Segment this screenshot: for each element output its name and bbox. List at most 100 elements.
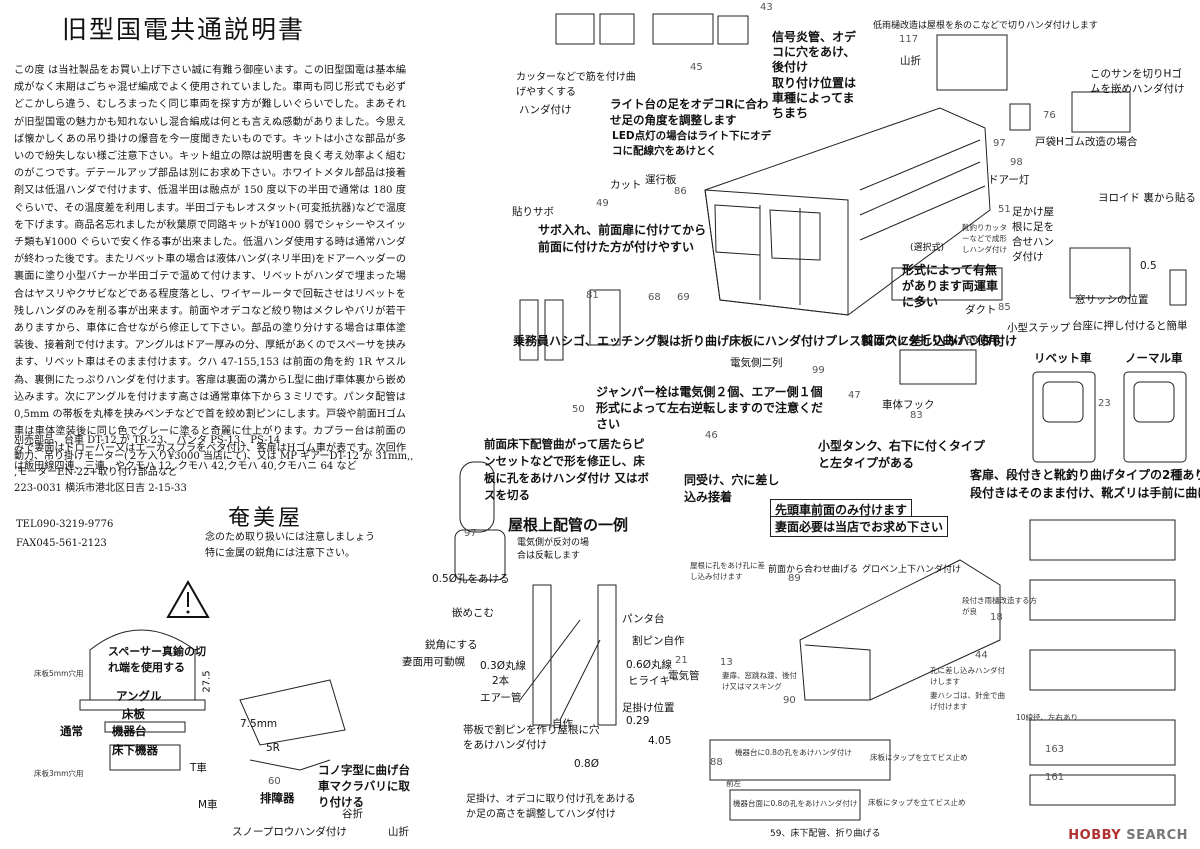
page-title: 旧型国電共通説明書 bbox=[62, 15, 306, 44]
annotation-end-wire: 妻ハシゴは、針金で曲げ付けます bbox=[930, 691, 1005, 711]
parts-line: ,モーターEN-22+取り付け部品など bbox=[14, 467, 178, 478]
annotation-mount-position: 取り付け位置は車種によってまちまち bbox=[772, 76, 857, 120]
annotation-equip-base: 機器台 bbox=[112, 724, 147, 738]
part-number: 85 bbox=[998, 302, 1011, 313]
annotation-gravel-pipe: グロベン上下ハンダ付け bbox=[862, 565, 962, 575]
part-number: 46 bbox=[705, 430, 718, 441]
part-number: 88 bbox=[710, 757, 723, 768]
annotation-roof-front-bend: 前面から合わせ曲げる bbox=[768, 565, 859, 575]
annotation-floor-hole-08b: 機器台面に0.8の孔をあけハンダ付け bbox=[733, 799, 858, 808]
tel: TEL090-3219-9776 bbox=[16, 519, 114, 530]
part-number: 13 bbox=[720, 657, 733, 668]
warning-triangle-icon bbox=[166, 579, 210, 618]
annotation-electric-side: 電気側二列 bbox=[730, 357, 783, 369]
fax: FAX045-561-2123 bbox=[16, 538, 107, 549]
part-number: 99 bbox=[812, 365, 825, 376]
part-number: 97 bbox=[993, 138, 1006, 149]
part-number: 117 bbox=[899, 34, 919, 45]
annotation-underfloor-pipe: 前面床下配管曲がって居たらピンセットなどで形を修正し、床板に孔をあけハンダ付け … bbox=[484, 437, 650, 502]
part-number: 43 bbox=[760, 2, 773, 13]
annotation-duct: ダクト bbox=[965, 304, 997, 316]
dim-label: 0.8Ø bbox=[574, 758, 599, 770]
part-number: 97 bbox=[464, 528, 477, 539]
part-number: 23 bbox=[1098, 398, 1111, 409]
annotation-run-plate: 運行板 bbox=[645, 174, 677, 186]
part-number: 89 bbox=[788, 573, 801, 584]
parts-line: 動力、吊り掛けモーター(２ケ入り¥3000 当店にて)、又は MP ギアーDT-… bbox=[14, 451, 414, 462]
part-number: 163 bbox=[1045, 744, 1065, 755]
part-number: 86 bbox=[674, 186, 687, 197]
annotation-signal-horn: 信号炎管、オデコに穴をあけ、後付け bbox=[772, 30, 857, 74]
front-pipe-sketch bbox=[459, 461, 495, 533]
part-number: 90 bbox=[783, 695, 796, 706]
annotation-fold-mountain: 山折 bbox=[900, 55, 921, 67]
annotation-solder: ハンダ付け bbox=[519, 104, 572, 116]
caution-line: 念のため取り扱いには注意しましょう bbox=[205, 532, 375, 543]
annotation-yeroid: ヨロイド 裏から貼る bbox=[1098, 192, 1196, 204]
part-number: 68 bbox=[648, 292, 661, 303]
part-list-5 bbox=[1029, 774, 1176, 806]
annotation-floor-pipe-bend: 59、床下配管、折り曲げる bbox=[770, 829, 881, 839]
dim-label: 27.5 bbox=[201, 670, 213, 693]
annotation-split-pin: 割ピン自作 bbox=[632, 635, 685, 647]
annotation-window-sash: 窓サッシの位置 bbox=[1075, 294, 1149, 306]
part-number: 45 bbox=[690, 62, 703, 73]
annotation-underfloor-equip: 床下機器 bbox=[112, 743, 158, 757]
part-number: 81 bbox=[586, 290, 599, 301]
annotation-electric-pipe: 電気管 bbox=[668, 670, 700, 682]
annotation-led: LED点灯の場合はライト下にオデコに配線穴をあけとく bbox=[612, 130, 772, 157]
part-list-2 bbox=[1029, 579, 1176, 621]
annotation-plow: 排障器 bbox=[260, 791, 295, 805]
annotation-tap-screw-b: 床板にタップを立てビス止め bbox=[868, 798, 966, 807]
annotation-end-hood: 妻面用可動幌 bbox=[402, 656, 465, 668]
annotation-two-pieces: 2本 bbox=[492, 675, 510, 687]
annotation-footstep: 足かけ屋根に足を合せハンダ付け bbox=[1012, 206, 1054, 263]
caution-line: 特に金属の鋭角には注意下さい。 bbox=[205, 548, 355, 559]
annotation-roof-rim: 段付き雨樋改造する方が良 bbox=[962, 596, 1037, 616]
annotation-gutter: 低雨樋改造は屋根を糸のこなどで切りハンダ付けします bbox=[873, 21, 1098, 31]
annotation-selective: (選択式) bbox=[910, 243, 945, 253]
address: 223-0031 横浜市港北区日吉 2-15-33 bbox=[14, 483, 187, 494]
annotation-cut: カット bbox=[610, 179, 642, 191]
watermark-hobby: HOBBY bbox=[1068, 828, 1122, 843]
annotation-electric-reverse: 電気側が反対の場合は反転します bbox=[517, 538, 590, 561]
annotation-front-hook: 前面フック折り曲げて使用 bbox=[862, 333, 1000, 347]
contact-info: TEL090-3219-9776 FAX045-561-2123 bbox=[16, 515, 113, 553]
annotation-floor-hole-08: 機器台に0.8の孔をあけハンダ付け bbox=[735, 748, 852, 757]
annotation-hole-10: 10線径、左右あり bbox=[1016, 713, 1079, 722]
intro-text: この度 は当社製品をお買い上げ下さい誠に有難う御座います。この旧型国電は基本編成… bbox=[14, 62, 406, 475]
watermark-search: SEARCH bbox=[1126, 828, 1188, 843]
top-part-sketch-3 bbox=[652, 13, 714, 45]
annotation-crew-ladder: 乗務員ハシゴ、エッチング製は折り曲げ床板にハンダ付けプレス製は穴に差し込みハンダ… bbox=[513, 334, 1018, 348]
annotation-insert: 嵌めこむ bbox=[452, 607, 494, 619]
part-number: 83 bbox=[910, 410, 923, 421]
gutter-part bbox=[936, 34, 1008, 91]
section-title-roof-pipe: 屋根上配管の一例 bbox=[508, 516, 629, 534]
car-cross-section bbox=[89, 629, 196, 700]
annotation-cutter-groove: カッターなどで筋を付け曲げやすくする bbox=[516, 72, 636, 98]
h-rubber-part bbox=[1071, 91, 1131, 133]
annotation-u-bend: コノ字型に曲げ台車マクラバリに取り付ける bbox=[318, 763, 410, 809]
main-car-front bbox=[704, 189, 849, 316]
annotation-rivet-car: リベット車 bbox=[1034, 351, 1092, 365]
part-list-4 bbox=[1029, 719, 1176, 766]
annotation-tap-screw: 床板にタップを立てビス止め bbox=[870, 753, 968, 762]
roof-pipe-left bbox=[532, 584, 552, 726]
annotation-normal-car: ノーマル車 bbox=[1125, 351, 1183, 365]
annotation-sabo: 貼りサボ bbox=[512, 206, 554, 218]
annotation-m-car: M車 bbox=[198, 799, 218, 811]
annotation-sabo-note: サボ入れ、前面扉に付けてから前面に付けた方が付けやすい bbox=[538, 223, 707, 254]
part-number: 50 bbox=[572, 404, 585, 415]
part-number: 47 bbox=[848, 390, 861, 401]
part-number: 51 bbox=[998, 204, 1011, 215]
parts-line: 別売部品、台車 DT-12 が TR-23、 パンタ PS-13、PS-14 bbox=[14, 435, 281, 446]
part-number: 76 bbox=[1043, 110, 1056, 121]
note-box-end-needed: 妻面必要は当店でお求め下さい bbox=[770, 516, 949, 537]
annotation-same-receiver: 同受け、穴に差し込み接着 bbox=[684, 473, 780, 504]
annotation-mountain-fold: 山折 bbox=[388, 826, 409, 838]
part-number: 44 bbox=[975, 650, 988, 661]
main-car-windows bbox=[714, 204, 821, 261]
annotation-jumper: ジャンパー栓は電気側２個、エアー側１個形式によって左右逆転しますので注意ください bbox=[596, 385, 824, 431]
part-number: 84 bbox=[966, 335, 979, 346]
